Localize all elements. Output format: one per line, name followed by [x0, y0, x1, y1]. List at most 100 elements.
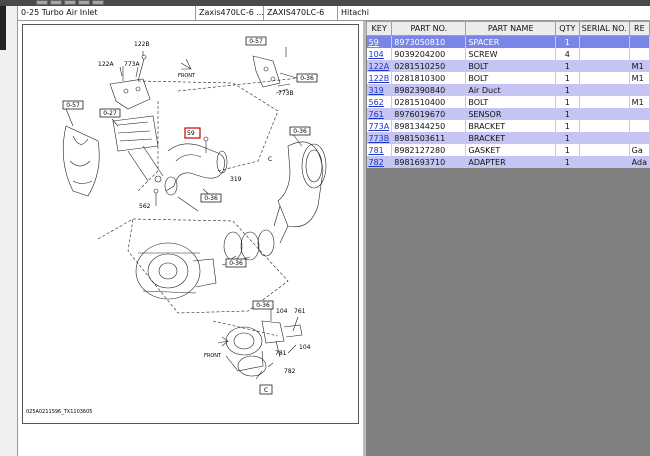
callout-104[interactable]: 104	[299, 344, 311, 351]
cell-remarks: M1	[629, 72, 650, 84]
cell-qty: 1	[555, 35, 580, 48]
cell-part-name: SCREW	[465, 48, 557, 60]
column-header-serial-no[interactable]: SERIAL NO.	[578, 21, 630, 36]
callout-773a[interactable]: 773A	[124, 61, 140, 68]
callout-59[interactable]: 59	[187, 130, 195, 137]
cell-key[interactable]: 122B	[366, 72, 393, 84]
cell-key[interactable]: 59	[366, 35, 393, 48]
toolbar-button[interactable]	[36, 0, 48, 5]
cell-remarks	[629, 48, 650, 60]
part-key-link[interactable]: 781	[368, 145, 384, 155]
cell-key[interactable]: 122A	[366, 60, 393, 72]
cell-serial-no	[579, 156, 630, 168]
callout-0-36[interactable]: 0-36	[300, 75, 314, 82]
callout-0-36[interactable]: 0-36	[204, 195, 218, 202]
cell-qty: 1	[555, 120, 580, 132]
callout-773b[interactable]: 773B	[278, 90, 294, 97]
callout-0-27[interactable]: 0-27	[103, 110, 117, 117]
part-key-link[interactable]: 59	[368, 37, 379, 47]
part-key-link[interactable]: 761	[368, 109, 384, 119]
callout-0-57[interactable]: 0-57	[249, 38, 263, 45]
column-header-qty[interactable]: QTY	[555, 21, 580, 36]
callout-781[interactable]: 781	[275, 350, 287, 357]
cell-key[interactable]: 761	[366, 108, 393, 120]
part-key-link[interactable]: 319	[368, 85, 384, 95]
cell-key[interactable]: 562	[366, 96, 393, 108]
cell-part-name: BRACKET	[465, 120, 557, 132]
cell-part-name: BRACKET	[465, 132, 557, 144]
cell-serial-no	[579, 84, 630, 96]
callout-0-36[interactable]: 0-36	[229, 260, 243, 267]
callout-562[interactable]: 562	[139, 203, 151, 210]
parts-diagram-panel[interactable]: 0-57 0-36 0-57 0-27 0-36 0-36 0-36 0-36 …	[18, 21, 363, 456]
cell-qty: 4	[555, 48, 580, 60]
column-header-part-name[interactable]: PART NAME	[465, 21, 557, 36]
panel-splitter[interactable]	[363, 21, 366, 456]
callout-0-36[interactable]: 0-36	[293, 128, 307, 135]
cell-serial-no	[579, 108, 630, 120]
cell-key[interactable]: 782	[366, 156, 393, 168]
callout-319[interactable]: 319	[230, 176, 242, 183]
cell-key[interactable]: 773B	[366, 132, 393, 144]
callout-761[interactable]: 761	[294, 308, 306, 315]
cell-key[interactable]: 781	[366, 144, 393, 156]
diagram-frame	[22, 24, 359, 424]
callout-c[interactable]: C	[268, 156, 272, 163]
cell-part-name: Air Duct	[465, 84, 557, 96]
cell-qty: 1	[555, 144, 580, 156]
part-key-link[interactable]: 122B	[368, 73, 390, 83]
cell-serial-no	[579, 144, 630, 156]
cell-qty: 1	[555, 60, 580, 72]
cell-part-no: 8981693710	[391, 156, 467, 168]
manufacturer: Hitachi	[341, 8, 369, 17]
cell-part-no: 8976019670	[391, 108, 467, 120]
part-key-link[interactable]: 773B	[368, 133, 390, 143]
callout-122a[interactable]: 122A	[98, 61, 114, 68]
cell-key[interactable]: 104	[366, 48, 393, 60]
part-key-link[interactable]: 782	[368, 157, 384, 167]
parts-list-grid[interactable]: KEY PART NO. PART NAME QTY SERIAL NO. RE…	[366, 21, 650, 456]
callout-104[interactable]: 104	[276, 308, 288, 315]
cell-part-no: 8981503611	[391, 132, 467, 144]
cell-key[interactable]: 319	[366, 84, 393, 96]
highlighted-callout	[184, 127, 201, 139]
part-key-link[interactable]: 122A	[368, 61, 390, 71]
callout-0-57[interactable]: 0-57	[66, 102, 80, 109]
callout-782[interactable]: 782	[284, 368, 296, 375]
toolbar-button[interactable]	[64, 0, 76, 5]
part-key-link[interactable]: 104	[368, 49, 384, 59]
cell-part-no: 8982127280	[391, 144, 467, 156]
part-key-link[interactable]: 773A	[368, 121, 390, 131]
callout-122b[interactable]: 122B	[134, 41, 150, 48]
cell-part-name: SENSOR	[465, 108, 557, 120]
toolbar-button[interactable]	[78, 0, 90, 5]
cell-serial-no	[579, 132, 630, 144]
column-header-remarks[interactable]: RE	[628, 21, 650, 36]
cell-key[interactable]: 773A	[366, 120, 393, 132]
cell-qty: 1	[555, 84, 580, 96]
left-panel-edge	[0, 6, 18, 456]
front-label: FRONT	[204, 353, 222, 359]
callout-c[interactable]: C	[264, 387, 268, 394]
part-key-link[interactable]: 562	[368, 97, 384, 107]
toolbar-button[interactable]	[92, 0, 104, 5]
callout-0-36[interactable]: 0-36	[256, 302, 270, 309]
cell-part-no: 8982390840	[391, 84, 467, 96]
cell-remarks	[629, 84, 650, 96]
column-header-part-no[interactable]: PART NO.	[391, 21, 467, 36]
column-header-key[interactable]: KEY	[366, 21, 393, 36]
toolbar-button[interactable]	[50, 0, 62, 5]
cell-serial-no	[579, 60, 630, 72]
exploded-parts-diagram[interactable]: 0-57 0-36 0-57 0-27 0-36 0-36 0-36 0-36 …	[18, 21, 363, 456]
